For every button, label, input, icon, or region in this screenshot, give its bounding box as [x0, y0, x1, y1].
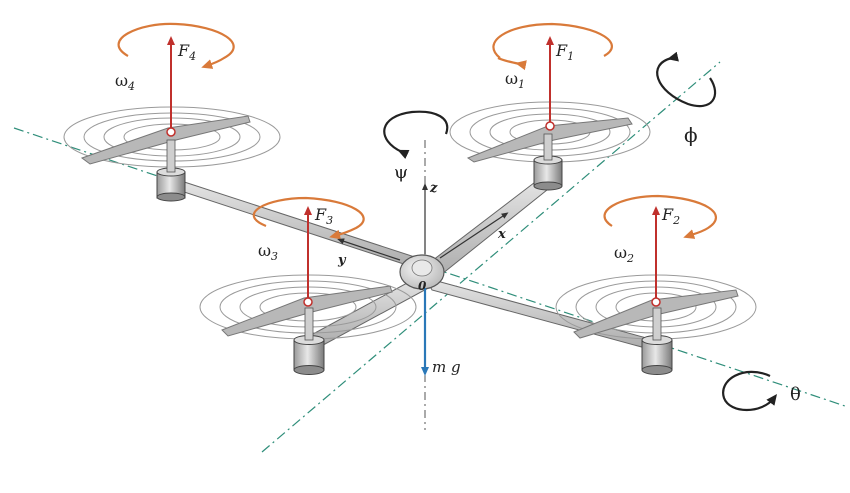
label-theta: θ [790, 384, 801, 405]
rotor-hub-3 [303, 297, 313, 307]
yaw-rotation-arrow [383, 110, 449, 160]
pitch-axis-line [261, 61, 721, 453]
spin-arrow-2 [603, 194, 717, 239]
motor-3 [293, 307, 325, 375]
motor-2 [641, 307, 673, 375]
y-axis-arrow [337, 238, 401, 261]
propeller-4 [80, 115, 251, 165]
rotor-hub-1 [545, 121, 555, 131]
roll-axis-line [13, 127, 846, 407]
arm-4 [171, 177, 429, 273]
label-F1: F1 [555, 41, 574, 63]
spin-arrow-4 [117, 22, 235, 69]
rotor-spin-arrows [117, 22, 717, 240]
label-F3: F3 [314, 205, 333, 227]
motor-4 [156, 139, 186, 202]
motor-1 [533, 133, 563, 191]
thrust-arrows [167, 36, 660, 302]
label-z: z [429, 181, 438, 196]
label-omega4: ω4 [115, 71, 135, 93]
x-axis-arrow [439, 212, 509, 259]
label-origin: 0 [418, 279, 427, 293]
label-x: x [497, 227, 506, 242]
center-hub [399, 254, 445, 290]
pitch-rotation-arrow [722, 370, 778, 411]
roll-rotation-arrow [656, 51, 717, 108]
rotor-hub-4 [166, 127, 176, 137]
label-omega3: ω3 [258, 241, 278, 263]
label-F2: F2 [661, 205, 680, 227]
label-F4: F4 [177, 41, 196, 63]
label-psi: ψ [394, 162, 408, 183]
spin-arrow-3 [252, 196, 365, 240]
spin-arrow-1 [492, 22, 613, 59]
label-phi: ϕ [684, 123, 698, 147]
label-mg: m g [432, 358, 461, 376]
rotor-hub-2 [651, 297, 661, 307]
label-omega1: ω1 [505, 69, 525, 91]
body-axes [13, 61, 846, 453]
label-y: y [337, 253, 347, 268]
label-omega2: ω2 [614, 243, 634, 265]
